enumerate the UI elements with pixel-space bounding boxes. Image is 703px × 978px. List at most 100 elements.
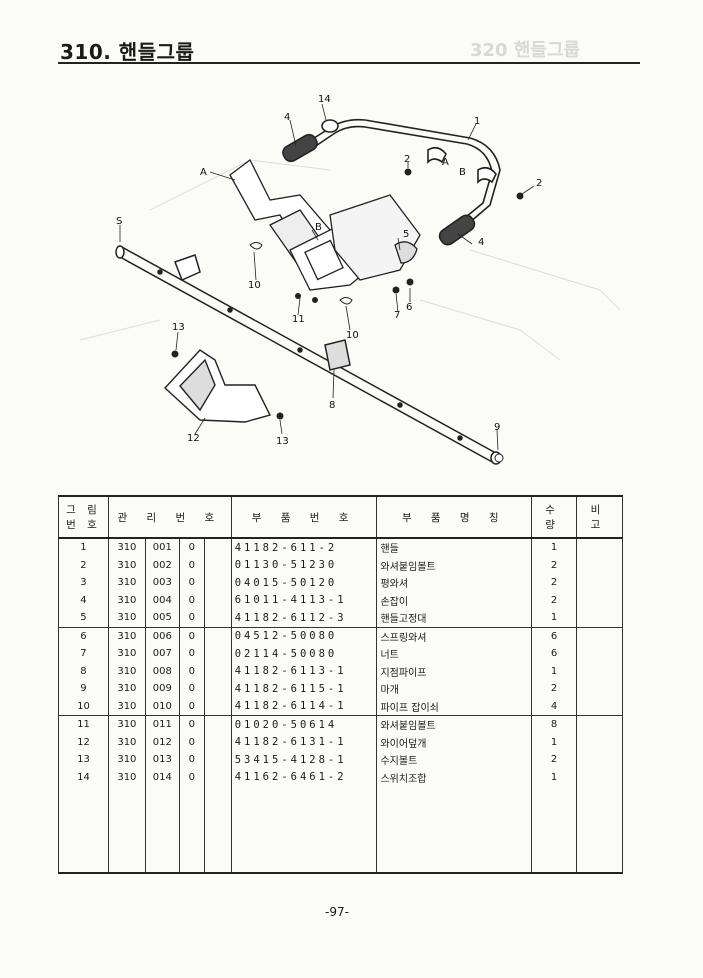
item-code-cell: 004 [144, 591, 180, 609]
part-number-cell: 41162-6461-2 [230, 768, 378, 786]
header-mgmt-no: 관 리 번 호 [107, 495, 232, 539]
quantity-cell: 8 [531, 715, 578, 734]
part-number-cell: 04015-50120 [230, 574, 378, 592]
quantity-cell: 1 [531, 609, 578, 628]
header-qty: 수 량 [531, 495, 578, 539]
empty-cell [203, 786, 232, 874]
part-name-cell: 파이프 잡이쇠 [376, 697, 533, 716]
item-code-cell: 006 [144, 627, 180, 645]
item-code-cell: 009 [144, 680, 180, 698]
callout-Ab: A [200, 167, 207, 178]
note-cell [576, 751, 623, 769]
note-cell [576, 715, 623, 734]
part-name-cell: 스위치조합 [376, 768, 533, 786]
quantity-cell: 6 [531, 645, 578, 663]
group-code-cell: 310 [107, 662, 146, 680]
item-code-cell: 008 [144, 662, 180, 680]
callout-Aa: A [442, 157, 449, 168]
callout-4a: 4 [284, 112, 290, 123]
item-code-cell: 003 [144, 574, 180, 592]
fig-no-cell: 14 [58, 768, 109, 786]
revision-cell: 0 [178, 645, 205, 663]
header-note: 비 고 [576, 495, 623, 539]
item-code-cell: 012 [144, 733, 180, 751]
quantity-cell: 1 [531, 662, 578, 680]
bracket-assembly [229, 159, 421, 291]
part-number-cell: 02114-50080 [230, 645, 378, 663]
exploded-parts-diagram: 14 4 1 2 A B 2 A S B 5 4 10 6 7 11 10 13… [79, 94, 621, 465]
header-fig-no: 그 림 번 호 [58, 495, 109, 539]
blank-row [58, 786, 623, 874]
revision-cell: 0 [178, 768, 205, 786]
quantity-cell: 1 [531, 733, 578, 751]
page-title: 310. 핸들그룹 [60, 40, 195, 64]
header-part-no: 부 품 번 호 [230, 495, 378, 539]
callout-6: 6 [406, 302, 412, 313]
part-number-cell: 41182-6131-1 [230, 733, 378, 751]
item-code-cell: 005 [144, 609, 180, 628]
callout-10a: 10 [248, 280, 261, 291]
empty-cell [203, 768, 232, 786]
revision-cell: 0 [178, 574, 205, 592]
callout-9: 9 [494, 422, 500, 433]
part-number-cell: 41182-6112-3 [230, 609, 378, 628]
note-cell [576, 591, 623, 609]
empty-cell [203, 662, 232, 680]
quantity-cell: 1 [531, 768, 578, 786]
header-part-name: 부 품 명 칭 [376, 495, 533, 539]
empty-cell [531, 786, 578, 874]
group-code-cell: 310 [107, 556, 146, 574]
empty-cell [203, 751, 232, 769]
fig-no-cell: 11 [58, 715, 109, 734]
part-name-cell: 마개 [376, 680, 533, 698]
group-code-cell: 310 [107, 645, 146, 663]
part-number-cell: 01130-51230 [230, 556, 378, 574]
part-name-cell: 스프링와셔 [376, 627, 533, 645]
revision-cell: 0 [178, 751, 205, 769]
note-cell [576, 697, 623, 716]
item-code-cell: 013 [144, 751, 180, 769]
group-code-cell: 310 [107, 751, 146, 769]
callout-2a: 2 [404, 154, 410, 165]
group-code-cell: 310 [107, 574, 146, 592]
part-number-cell: 01020-50614 [230, 715, 378, 734]
empty-cell [203, 627, 232, 645]
empty-cell [203, 680, 232, 698]
callout-13b: 13 [276, 436, 289, 447]
callout-10b: 10 [346, 330, 359, 341]
empty-cell [144, 786, 180, 874]
part-number-cell: 41182-6115-1 [230, 680, 378, 698]
revision-cell: 0 [178, 591, 205, 609]
item-code-cell: 014 [144, 768, 180, 786]
part-name-cell: 핸들고정대 [376, 609, 533, 628]
fig-no-cell: 13 [58, 751, 109, 769]
part-name-cell: 너트 [376, 645, 533, 663]
empty-cell [203, 609, 232, 628]
group-code-cell: 310 [107, 680, 146, 698]
callout-11: 11 [292, 314, 305, 325]
quantity-cell: 1 [531, 538, 578, 557]
fig-no-cell: 1 [58, 538, 109, 557]
quantity-cell: 4 [531, 697, 578, 716]
callout-4b: 4 [478, 237, 484, 248]
revision-cell: 0 [178, 556, 205, 574]
note-cell [576, 609, 623, 628]
item-code-cell: 001 [144, 538, 180, 557]
bleed-through-text: 320 핸들그룹 [470, 40, 581, 61]
callout-5: 5 [403, 229, 409, 240]
fig-no-cell: 6 [58, 627, 109, 645]
quantity-cell: 2 [531, 751, 578, 769]
part-number-cell: 41182-611-2 [230, 538, 378, 557]
fig-no-cell: 5 [58, 609, 109, 628]
